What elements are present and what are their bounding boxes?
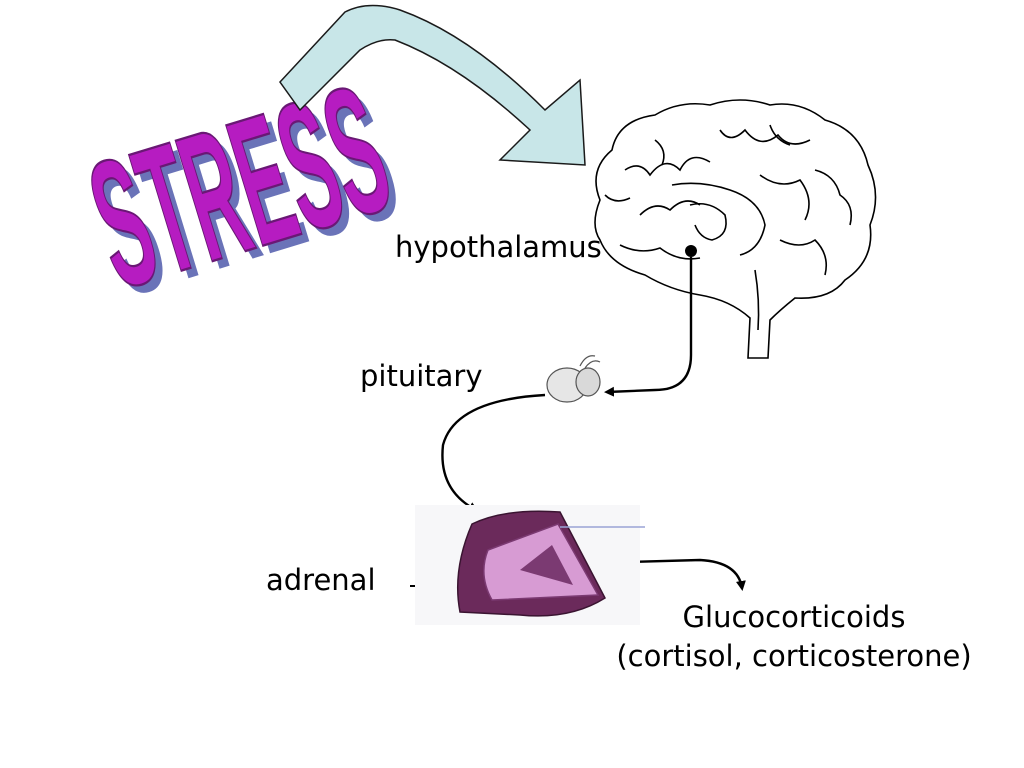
curved-arrow-icon [279,4,586,166]
brain-icon [594,99,877,359]
stress-wordart: STRESS STRESS [69,45,417,335]
pituitary-gland-icon [546,355,601,403]
glucocorticoids-label: Glucocorticoids (cortisol, corticosteron… [584,598,1004,676]
glucocorticoids-title: Glucocorticoids [682,600,906,634]
hypothalamus-label: hypothalamus [395,230,602,264]
hypothalamus-dot [685,245,697,257]
glucocorticoids-examples: (cortisol, corticosterone) [616,639,972,674]
adrenal-label: adrenal [266,563,376,597]
stress-title: STRESS [70,46,410,327]
pituitary-to-adrenal-arrow [441,393,546,512]
adrenal-gland-icon [415,505,645,625]
hypothalamus-to-pituitary-arrow [604,257,693,397]
pituitary-label: pituitary [360,359,483,393]
adrenal-to-glucocorticoids-arrow [594,558,746,591]
